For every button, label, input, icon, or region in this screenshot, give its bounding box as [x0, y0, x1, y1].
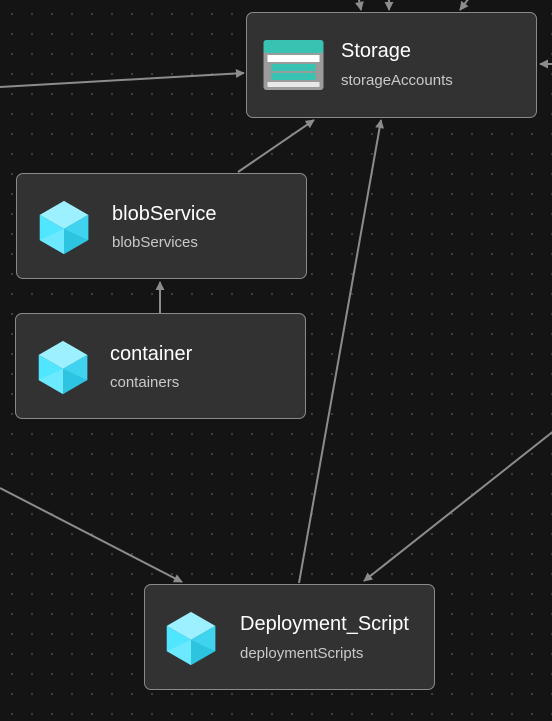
- node-subtitle: blobServices: [112, 234, 198, 251]
- edge-offscreen-right-to-deploymentscript: [363, 431, 552, 582]
- node-title: Deployment_Script: [240, 613, 409, 635]
- cube-icon: [38, 340, 88, 395]
- edge-blobservice-to-storage: [237, 119, 315, 173]
- edge-deploymentscript-to-storage: [298, 119, 385, 584]
- cube-icon: [166, 611, 216, 666]
- node-title: container: [110, 343, 193, 365]
- node-title: blobService: [112, 203, 217, 225]
- edge-offscreen-top-to-storage-3: [459, 0, 469, 11]
- edge-offscreen-top-to-storage-1: [354, 0, 364, 11]
- node-deployment-script[interactable]: Deployment_Script deploymentScripts: [144, 584, 435, 690]
- storage-account-icon: [263, 40, 324, 90]
- node-subtitle: containers: [110, 374, 180, 391]
- node-container[interactable]: container containers: [15, 313, 306, 419]
- node-subtitle: deploymentScripts: [240, 645, 364, 662]
- node-title: Storage: [341, 40, 412, 62]
- edge-offscreen-left-to-storage: [0, 68, 245, 88]
- edge-offscreen-left-to-deploymentscript: [0, 487, 183, 583]
- node-blob-service[interactable]: blobService blobServices: [16, 173, 307, 279]
- node-storage[interactable]: Storage storageAccounts: [246, 12, 537, 118]
- cube-icon: [39, 200, 89, 255]
- node-subtitle: storageAccounts: [341, 72, 453, 89]
